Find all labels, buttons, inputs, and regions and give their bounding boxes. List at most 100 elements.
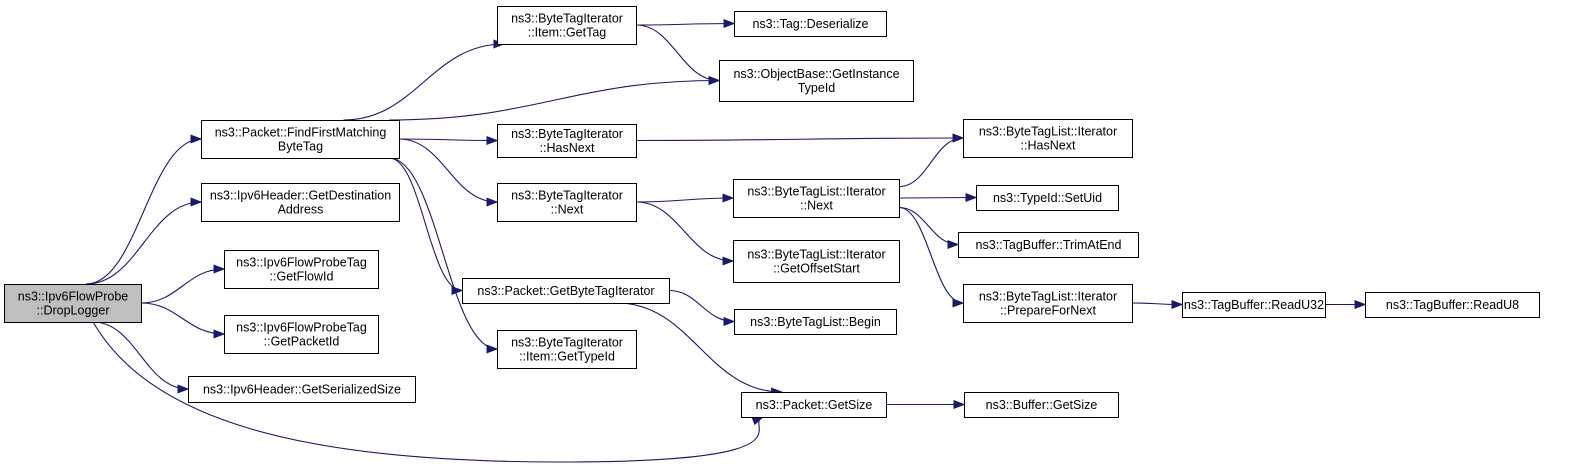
node-root[interactable]: ns3::Ipv6FlowProbe::DropLogger	[4, 284, 142, 323]
edge-big-gitid	[635, 24, 720, 82]
node-box	[734, 309, 897, 335]
node-box	[1365, 292, 1540, 318]
node-tru8[interactable]: ns3::TagBuffer::ReadU8	[1365, 292, 1540, 318]
node-box	[963, 284, 1133, 323]
node-box	[4, 284, 142, 323]
node-label: ns3::ByteTagIterator	[511, 12, 623, 26]
node-box	[201, 120, 400, 159]
node-label: ns3::Ipv6Header::GetSerializedSize	[203, 383, 401, 397]
arrowhead	[751, 416, 765, 426]
node-label: ::HasNext	[540, 141, 595, 155]
node-label: ns3::TagBuffer::ReadU32	[1184, 298, 1324, 312]
node-gss[interactable]: ns3::Ipv6Header::GetSerializedSize	[188, 376, 416, 403]
node-label: ns3::Packet::FindFirstMatching	[215, 126, 387, 140]
node-tru32[interactable]: ns3::TagBuffer::ReadU32	[1182, 292, 1326, 318]
arrowhead	[486, 135, 499, 146]
arrowhead	[952, 133, 965, 143]
node-box	[497, 6, 637, 45]
node-label: ns3::ByteTagIterator	[511, 336, 623, 350]
node-label: ns3::TypeId::SetUid	[993, 191, 1102, 205]
arrowhead	[486, 344, 499, 354]
edge-ffm-gbti	[389, 157, 463, 292]
edge-bnx-lgos	[635, 201, 734, 262]
node-box	[719, 60, 914, 102]
node-label: ::GetOffsetStart	[773, 262, 860, 276]
node-label: ::DropLogger	[37, 304, 110, 318]
node-lgos[interactable]: ns3::ByteTagList::Iterator::GetOffsetSta…	[733, 240, 900, 283]
node-box	[741, 392, 887, 418]
arrowhead	[1171, 299, 1184, 310]
node-label: ns3::ByteTagList::Iterator	[979, 125, 1117, 139]
arrowhead	[213, 264, 226, 274]
node-bnx[interactable]: ns3::ByteTagIterator::Next	[497, 183, 637, 222]
edge-root-ffm	[86, 138, 202, 285]
node-label: ns3::TagBuffer::ReadU8	[1386, 298, 1519, 312]
node-label: ::GetFlowId	[270, 270, 334, 284]
node-label: ns3::Ipv6FlowProbeTag	[236, 256, 367, 270]
arrowhead	[486, 197, 499, 207]
node-bhn[interactable]: ns3::ByteTagIterator::HasNext	[497, 124, 637, 158]
node-label: ns3::Buffer::GetSize	[986, 398, 1098, 412]
node-label: ::Item::GetTag	[528, 26, 607, 40]
edge-ffm-big	[343, 43, 504, 121]
node-tsu[interactable]: ns3::TypeId::SetUid	[976, 185, 1119, 211]
edge-lnx-tsu	[898, 196, 977, 199]
node-label: ns3::ByteTagIterator	[511, 127, 623, 141]
arrowhead	[947, 239, 960, 250]
node-label: ns3::Ipv6Header::GetDestination	[210, 189, 391, 203]
arrowhead	[723, 18, 736, 29]
node-box	[733, 179, 900, 218]
edge-root-pgs	[92, 321, 763, 463]
edge-gbti-pgs	[617, 302, 782, 393]
arrowhead	[953, 399, 966, 410]
node-box	[963, 119, 1133, 158]
arrowhead	[213, 329, 226, 339]
edge-root-gda	[86, 201, 202, 285]
node-gfi[interactable]: ns3::Ipv6FlowProbeTag::GetFlowId	[224, 250, 379, 289]
arrowhead	[190, 134, 203, 144]
node-label: Address	[278, 203, 324, 217]
node-label: ns3::Ipv6FlowProbeTag	[236, 321, 367, 335]
node-tdes[interactable]: ns3::Tag::Deserialize	[734, 11, 887, 37]
node-box	[964, 392, 1119, 418]
node-lnx[interactable]: ns3::ByteTagList::Iterator::Next	[733, 179, 900, 218]
node-lbeg[interactable]: ns3::ByteTagList::Begin	[734, 309, 897, 335]
node-gpi[interactable]: ns3::Ipv6FlowProbeTag::GetPacketId	[224, 315, 379, 354]
node-label: ns3::ObjectBase::GetInstance	[733, 67, 899, 81]
edge-gbti-lbeg	[668, 289, 735, 323]
node-label: ::Item::GetTypeId	[519, 350, 615, 364]
node-big[interactable]: ns3::ByteTagIterator::Item::GetTag	[497, 6, 637, 45]
edge-root-gpi	[140, 302, 225, 335]
node-label: ns3::ByteTagList::Iterator	[747, 185, 885, 199]
node-box	[734, 11, 887, 37]
node-label: ns3::ByteTagList::Iterator	[747, 248, 885, 262]
node-lhn[interactable]: ns3::ByteTagList::Iterator::HasNext	[963, 119, 1133, 158]
edge-ffm-gitid	[389, 79, 720, 121]
node-label: ::Next	[800, 199, 833, 213]
node-box	[958, 232, 1139, 258]
call-edges	[86, 18, 1367, 463]
edge-lnx-lpfn	[898, 206, 964, 304]
node-label: ns3::ByteTagIterator	[511, 189, 623, 203]
edge-root-gfi	[140, 268, 225, 304]
node-bgs[interactable]: ns3::Buffer::GetSize	[964, 392, 1119, 418]
node-bgti[interactable]: ns3::ByteTagIterator::Item::GetTypeId	[497, 330, 637, 369]
node-label: ns3::ByteTagList::Iterator	[979, 290, 1117, 304]
node-box	[188, 376, 416, 403]
arrowhead	[723, 316, 736, 327]
node-gbti[interactable]: ns3::Packet::GetByteTagIterator	[462, 278, 670, 304]
edge-big-tdes	[635, 22, 735, 26]
node-label: ns3::ByteTagList::Begin	[750, 315, 881, 329]
node-box	[1182, 292, 1326, 318]
node-ttae[interactable]: ns3::TagBuffer::TrimAtEnd	[958, 232, 1139, 258]
arrowhead	[952, 298, 965, 308]
node-pgs[interactable]: ns3::Packet::GetSize	[741, 392, 887, 418]
node-box	[224, 315, 379, 354]
node-label: ns3::Packet::GetByteTagIterator	[477, 284, 654, 298]
node-box	[224, 250, 379, 289]
node-lpfn[interactable]: ns3::ByteTagList::Iterator::PrepareForNe…	[963, 284, 1133, 323]
edge-ffm-bgti	[389, 157, 498, 350]
